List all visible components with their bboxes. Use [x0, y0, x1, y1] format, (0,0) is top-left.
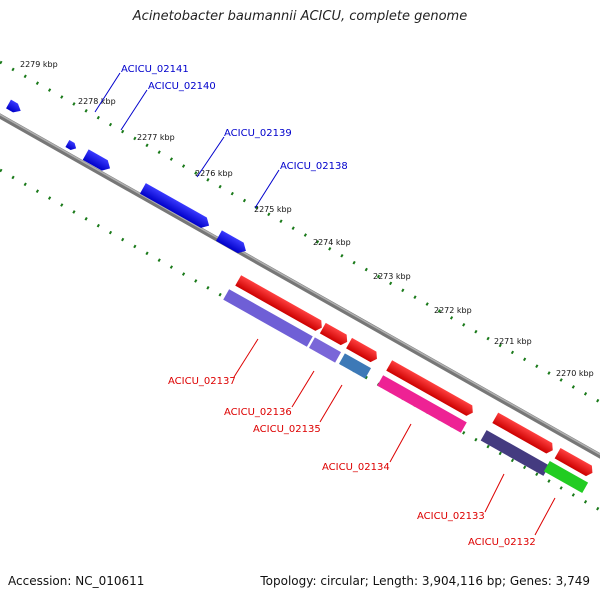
- gene-label-acicu-02139[interactable]: ACICU_02139: [224, 128, 292, 139]
- forward-gene-feature[interactable]: [139, 183, 212, 231]
- tick-label: 2274 kbp: [313, 238, 351, 247]
- tick-labels: 2279 kbp 2278 kbp 2277 kbp 2276 kbp 2275…: [20, 60, 594, 378]
- reverse-gene-feature[interactable]: [386, 360, 476, 418]
- forward-gene-feature[interactable]: [65, 140, 78, 152]
- tick-label: 2272 kbp: [434, 306, 472, 315]
- accession-text: Accession: NC_010611: [8, 574, 145, 588]
- tick-label: 2275 kbp: [254, 205, 292, 214]
- forward-gene-feature[interactable]: [82, 149, 113, 173]
- gene-label-acicu-02133[interactable]: ACICU_02133: [417, 511, 485, 522]
- topology-text: Topology: circular; Length: 3,904,116 bp…: [260, 574, 590, 588]
- reverse-gene-feature[interactable]: [554, 447, 596, 478]
- gene-label-acicu-02132[interactable]: ACICU_02132: [468, 537, 536, 548]
- map-title: Acinetobacter baumannii ACICU, complete …: [132, 9, 468, 24]
- tick-label: 2278 kbp: [78, 97, 116, 106]
- tick-label: 2271 kbp: [494, 337, 532, 346]
- forward-gene-feature[interactable]: [6, 99, 23, 116]
- cog-gene-box[interactable]: [223, 289, 313, 347]
- reverse-gene-feature[interactable]: [235, 275, 325, 333]
- reverse-strand-genes: [235, 275, 596, 478]
- cog-gene-box[interactable]: [338, 353, 372, 379]
- gene-label-acicu-02140[interactable]: ACICU_02140: [148, 81, 216, 92]
- gene-label-acicu-02134[interactable]: ACICU_02134: [322, 462, 390, 473]
- outer-tick-ruler: [0, 60, 600, 404]
- reverse-gene-feature[interactable]: [319, 322, 350, 347]
- gene-label-acicu-02136[interactable]: ACICU_02136: [224, 407, 292, 418]
- forward-gene-feature[interactable]: [215, 230, 249, 256]
- forward-label-leaders: [94, 72, 280, 209]
- forward-strand-genes: [6, 99, 249, 256]
- tick-label: 2277 kbp: [137, 133, 175, 142]
- tick-label: 2276 kbp: [195, 169, 233, 178]
- cog-gene-box[interactable]: [308, 337, 342, 363]
- reverse-gene-feature[interactable]: [492, 412, 555, 456]
- gene-label-acicu-02138[interactable]: ACICU_02138: [280, 161, 348, 172]
- reverse-gene-feature[interactable]: [346, 337, 380, 364]
- tick-label: 2279 kbp: [20, 60, 58, 69]
- reverse-gene-labels: ACICU_02137 ACICU_02136 ACICU_02135 ACIC…: [168, 376, 536, 548]
- gene-label-acicu-02141[interactable]: ACICU_02141: [121, 64, 189, 75]
- gene-label-acicu-02137[interactable]: ACICU_02137: [168, 376, 236, 387]
- forward-gene-labels: ACICU_02141 ACICU_02140 ACICU_02139 ACIC…: [121, 64, 348, 172]
- cog-gene-box[interactable]: [377, 375, 467, 433]
- cog-gene-box[interactable]: [543, 460, 589, 494]
- genome-backbone: [0, 113, 600, 459]
- tick-label: 2270 kbp: [556, 369, 594, 378]
- inner-tick-ruler: [0, 168, 600, 512]
- tick-label: 2273 kbp: [373, 272, 411, 281]
- genome-backbone-highlight: [0, 113, 600, 456]
- cog-gene-track: [223, 289, 589, 494]
- gene-label-acicu-02135[interactable]: ACICU_02135: [253, 424, 321, 435]
- reverse-label-leaders: [233, 338, 556, 536]
- cog-gene-box[interactable]: [480, 430, 550, 476]
